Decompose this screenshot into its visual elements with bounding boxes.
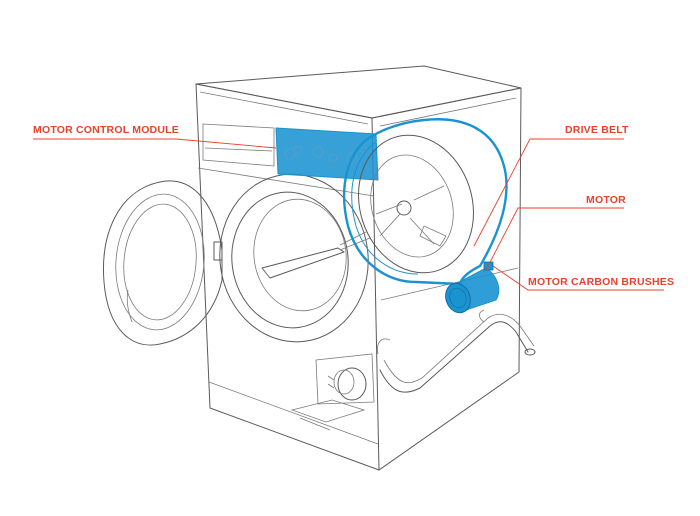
label-motor-control-module: MOTOR CONTROL MODULE: [33, 124, 179, 136]
drum-inner: [247, 193, 354, 317]
filter-cap: [338, 368, 366, 400]
callout-motor: [486, 208, 624, 270]
drum-rim: [223, 185, 357, 336]
plinth: [209, 382, 378, 444]
door: [103, 181, 222, 345]
motor-control-module-shape: [276, 128, 378, 180]
motor-control-module: [276, 128, 378, 180]
drain-filter: [292, 310, 535, 430]
drum-baffle: [262, 248, 344, 278]
label-drive-belt: DRIVE BELT: [565, 124, 629, 136]
label-motor-carbon-brushes: MOTOR CARBON BRUSHES: [528, 276, 674, 288]
label-motor: MOTOR: [586, 194, 626, 206]
cabinet-top: [196, 66, 521, 118]
callout-motor-control-module: [33, 139, 276, 148]
door-glass: [110, 190, 210, 333]
cabinet-top-inner: [200, 92, 368, 124]
motor: [442, 262, 499, 316]
